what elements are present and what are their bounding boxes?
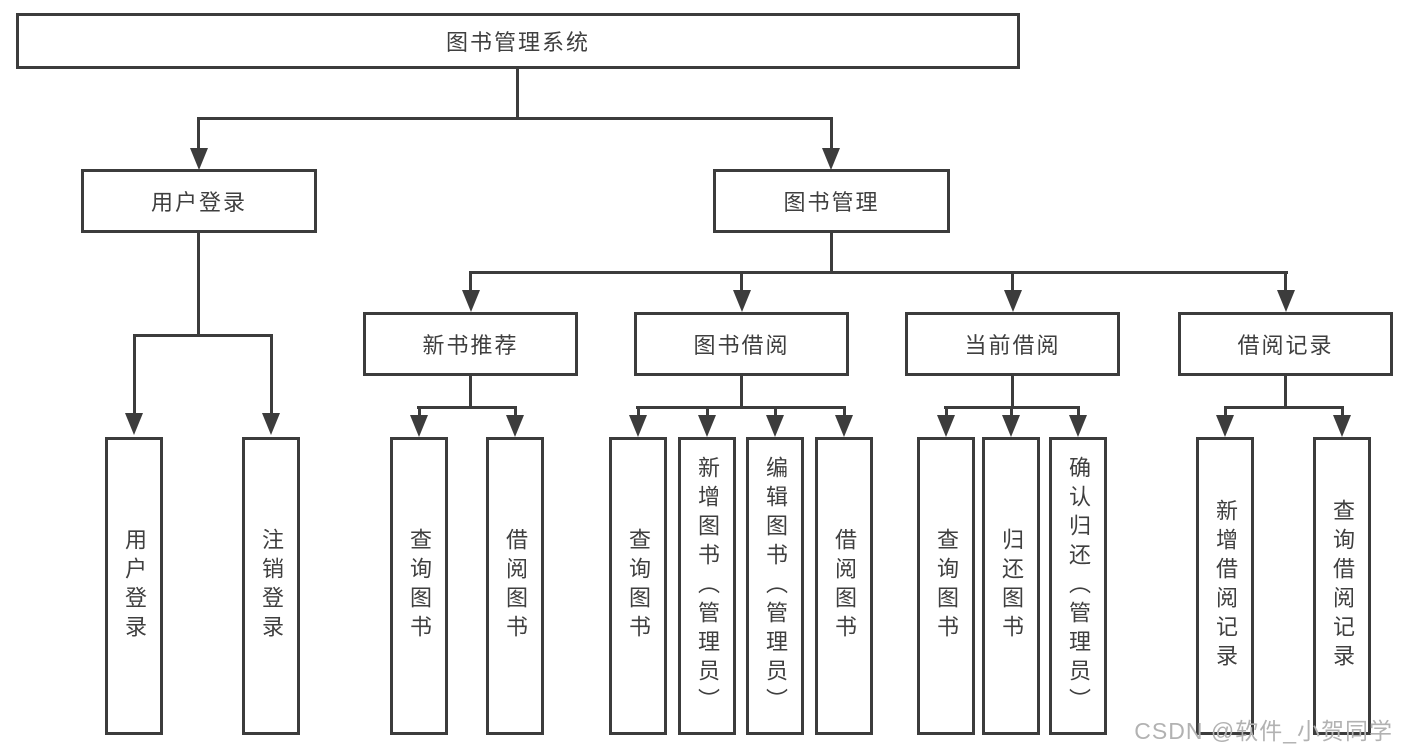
leaf-borrow-borrow-books: 借阅图书 [815, 437, 873, 735]
node-current-borrow: 当前借阅 [905, 312, 1120, 376]
node-book-management-label: 图书管理 [783, 190, 880, 215]
leaf-borrow-add-books-admin: 新增图书（管理员） [678, 437, 736, 735]
arrowhead-recd-leaf2 [1333, 415, 1351, 437]
leaf-current-return-books-label: 归还图书 [999, 528, 1024, 644]
arrowhead-current [1004, 290, 1022, 312]
connector-recd-leaf2-drop [1341, 406, 1344, 417]
leaf-records-add-record-label: 新增借阅记录 [1213, 499, 1238, 673]
leaf-recommend-query-books: 查询图书 [390, 437, 448, 735]
leaf-logout: 注销登录 [242, 437, 300, 735]
arrowhead-recommend [462, 290, 480, 312]
leaf-user-login: 用户登录 [105, 437, 163, 735]
node-root-label: 图书管理系统 [445, 30, 590, 55]
leaf-recommend-borrow-books-label: 借阅图书 [503, 528, 528, 644]
node-new-book-recommend-label: 新书推荐 [422, 333, 519, 358]
leaf-borrow-query-books-label: 查询图书 [626, 528, 651, 644]
arrowhead-recd-leaf1 [1216, 415, 1234, 437]
node-new-book-recommend: 新书推荐 [363, 312, 578, 376]
arrowhead-records [1277, 290, 1295, 312]
connector-cur-leaf3-drop [1077, 406, 1080, 417]
connector-rec-leaf2-drop [514, 406, 517, 417]
leaf-borrow-query-books: 查询图书 [609, 437, 667, 735]
leaf-current-query-books-label: 查询图书 [934, 528, 959, 644]
connector-records-drop [1284, 271, 1287, 292]
node-current-borrow-label: 当前借阅 [964, 333, 1061, 358]
connector-recd-leaf1-drop [1224, 406, 1227, 417]
connector-recommend-drop [469, 271, 472, 292]
leaf-borrow-edit-books-admin: 编辑图书（管理员） [746, 437, 804, 735]
connector-level3-split [469, 271, 1288, 274]
node-root: 图书管理系统 [16, 13, 1020, 69]
connector-cur-leaf1-drop [945, 406, 948, 417]
connector-book-mgmt-drop [830, 117, 833, 150]
arrowhead-book-mgmt [822, 148, 840, 170]
arrowhead-user-login [190, 148, 208, 170]
connector-bor-leaf1-drop [637, 406, 640, 417]
leaf-records-add-record: 新增借阅记录 [1196, 437, 1254, 735]
leaf-borrow-edit-books-admin-label: 编辑图书（管理员） [763, 455, 788, 717]
connector-records-stem [1284, 374, 1287, 408]
connector-recommend-stem [469, 374, 472, 408]
arrowhead-ul-leaf2 [262, 413, 280, 435]
connector-bor-leaf4-drop [843, 406, 846, 417]
arrowhead-cur-leaf2 [1002, 415, 1020, 437]
leaf-records-query-record: 查询借阅记录 [1313, 437, 1371, 735]
leaf-logout-label: 注销登录 [259, 528, 284, 644]
leaf-borrow-borrow-books-label: 借阅图书 [832, 528, 857, 644]
connector-current-drop [1011, 271, 1014, 292]
connector-bor-leaf3-drop [774, 406, 777, 417]
leaf-current-query-books: 查询图书 [917, 437, 975, 735]
node-book-management: 图书管理 [713, 169, 950, 233]
connector-user-login-drop [197, 117, 200, 150]
arrowhead-bor-leaf2 [698, 415, 716, 437]
connector-user-login-split [133, 334, 273, 337]
connector-borrow-stem [740, 374, 743, 408]
connector-level2-split [197, 117, 833, 120]
connector-root-stem [516, 67, 519, 119]
connector-cur-leaf2-drop [1010, 406, 1013, 417]
connector-recommend-split [417, 406, 517, 409]
connector-bor-leaf2-drop [706, 406, 709, 417]
connector-book-mgmt-stem [830, 231, 833, 274]
arrowhead-bor-leaf4 [835, 415, 853, 437]
connector-ul-leaf2-drop [270, 334, 273, 415]
arrowhead-borrow [733, 290, 751, 312]
connector-ul-leaf1-drop [133, 334, 136, 415]
connector-records-split [1224, 406, 1344, 409]
node-user-login-label: 用户登录 [150, 190, 247, 215]
arrowhead-bor-leaf3 [766, 415, 784, 437]
arrowhead-bor-leaf1 [629, 415, 647, 437]
csdn-watermark: CSDN @软件_小贺同学 [1134, 718, 1393, 744]
leaf-current-return-books: 归还图书 [982, 437, 1040, 735]
leaf-current-confirm-return-admin: 确认归还（管理员） [1049, 437, 1107, 735]
node-borrow-records-label: 借阅记录 [1237, 333, 1334, 358]
connector-borrow-drop [740, 271, 743, 292]
arrowhead-rec-leaf1 [410, 415, 428, 437]
connector-current-stem [1011, 374, 1014, 408]
connector-rec-leaf1-drop [418, 406, 421, 417]
node-user-login: 用户登录 [81, 169, 317, 233]
leaf-recommend-borrow-books: 借阅图书 [486, 437, 544, 735]
arrowhead-cur-leaf1 [937, 415, 955, 437]
node-book-borrow-label: 图书借阅 [693, 333, 790, 358]
arrowhead-rec-leaf2 [506, 415, 524, 437]
leaf-current-confirm-return-admin-label: 确认归还（管理员） [1066, 455, 1091, 717]
arrowhead-ul-leaf1 [125, 413, 143, 435]
node-book-borrow: 图书借阅 [634, 312, 849, 376]
connector-user-login-stem [197, 231, 200, 336]
leaf-user-login-label: 用户登录 [122, 528, 147, 644]
leaf-borrow-add-books-admin-label: 新增图书（管理员） [695, 455, 720, 717]
leaf-records-query-record-label: 查询借阅记录 [1330, 499, 1355, 673]
node-borrow-records: 借阅记录 [1178, 312, 1393, 376]
connector-borrow-split [636, 406, 846, 409]
arrowhead-cur-leaf3 [1069, 415, 1087, 437]
leaf-recommend-query-books-label: 查询图书 [407, 528, 432, 644]
